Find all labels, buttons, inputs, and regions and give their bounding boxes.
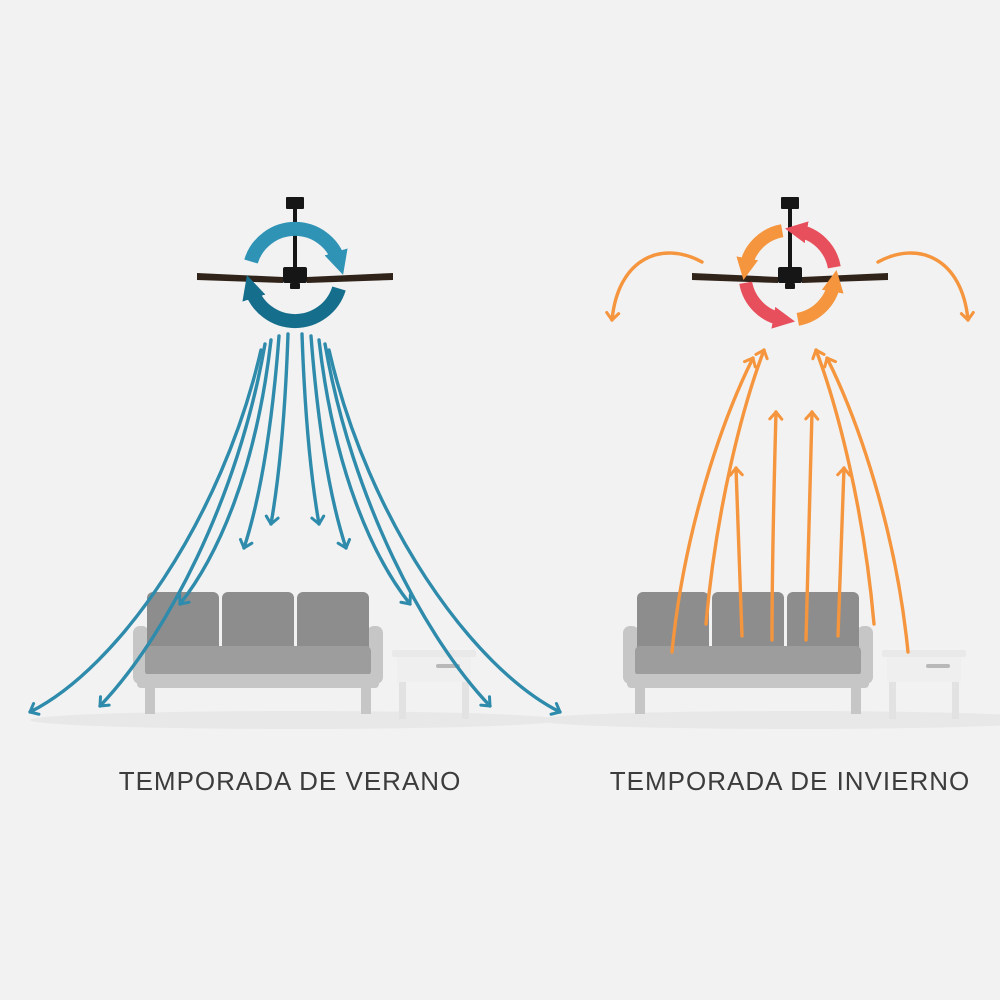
airflow-arrow — [309, 334, 352, 550]
fan-mount — [286, 197, 304, 209]
back-cushion — [297, 592, 369, 652]
fan-finial — [290, 283, 300, 289]
summer-airflow-arrows — [28, 332, 562, 716]
fan-motor — [283, 267, 307, 283]
table-leg — [399, 682, 406, 719]
back-cushion — [712, 592, 784, 652]
airflow-arrow — [178, 338, 273, 606]
rotation-arrow-segment — [784, 221, 841, 269]
table-leg — [462, 682, 469, 719]
rotation-arrow-segment — [739, 281, 796, 329]
airflow-arrow — [768, 410, 784, 642]
sofa-leg — [635, 688, 645, 714]
summer-panel — [28, 197, 562, 729]
airflow-arrow — [704, 348, 769, 626]
summer-label: TEMPORADA DE VERANO — [118, 766, 462, 796]
table-top — [392, 650, 476, 657]
winter-label: TEMPORADA DE INVIERNO — [609, 766, 971, 796]
winter-rotation-arrows — [736, 221, 844, 329]
table-drawer — [887, 657, 961, 682]
drawer-handle — [926, 664, 950, 668]
table-leg — [952, 682, 959, 719]
rotation-arrow-segment — [244, 222, 348, 275]
back-cushion — [222, 592, 294, 652]
fan-rod — [788, 209, 792, 267]
winter-ceiling-fan — [692, 197, 888, 289]
airflow-arrow — [300, 332, 326, 526]
winter-airflow-arrows — [605, 251, 975, 654]
sofa-leg — [145, 688, 155, 714]
sofa-leg — [361, 688, 371, 714]
fan-blade-right — [802, 273, 888, 283]
airflow-arrow — [98, 342, 267, 708]
airflow-arrow — [728, 466, 744, 638]
airflow-arrow — [323, 342, 492, 708]
ceiling-deflect-arrow — [876, 251, 975, 322]
summer-side-table — [392, 650, 476, 719]
sofa-base — [627, 674, 869, 688]
summer-floor-shadow — [30, 711, 560, 729]
winter-side-table — [882, 650, 966, 719]
table-leg — [889, 682, 896, 719]
airflow-arrow — [317, 338, 412, 606]
summer-ceiling-fan — [197, 197, 393, 289]
airflow-arrow — [811, 348, 876, 626]
airflow-arrow — [836, 466, 852, 638]
winter-floor-shadow — [535, 711, 1000, 729]
winter-sofa — [623, 592, 873, 714]
airflow-arrow — [823, 356, 910, 654]
seat-cushion — [145, 646, 371, 676]
rotation-arrow-segment — [796, 269, 844, 326]
rotation-arrow-segment — [242, 275, 346, 328]
airflow-arrow — [670, 356, 757, 654]
fan-blade-right — [307, 273, 393, 283]
back-cushion — [787, 592, 859, 652]
fan-finial — [785, 283, 795, 289]
fan-blade-left — [197, 273, 283, 283]
summer-rotation-arrows — [242, 222, 348, 328]
sofa-leg — [851, 688, 861, 714]
seat-cushion — [635, 646, 861, 676]
summer-sofa — [133, 592, 383, 714]
fan-motor — [778, 267, 802, 283]
fan-mount — [781, 197, 799, 209]
ceiling-deflect-arrow — [605, 251, 704, 322]
sofa-base — [137, 674, 379, 688]
rotation-arrow-segment — [736, 224, 784, 281]
airflow-arrow — [804, 410, 820, 642]
fan-rod — [293, 209, 297, 267]
airflow-arrow — [264, 332, 290, 526]
winter-panel — [535, 197, 1000, 729]
back-cushion — [637, 592, 709, 652]
airflow-arrow — [28, 348, 263, 716]
airflow-arrow — [238, 334, 281, 550]
airflow-arrow — [327, 348, 562, 716]
back-cushion — [147, 592, 219, 652]
table-top — [882, 650, 966, 657]
fan-blade-left — [692, 273, 778, 283]
